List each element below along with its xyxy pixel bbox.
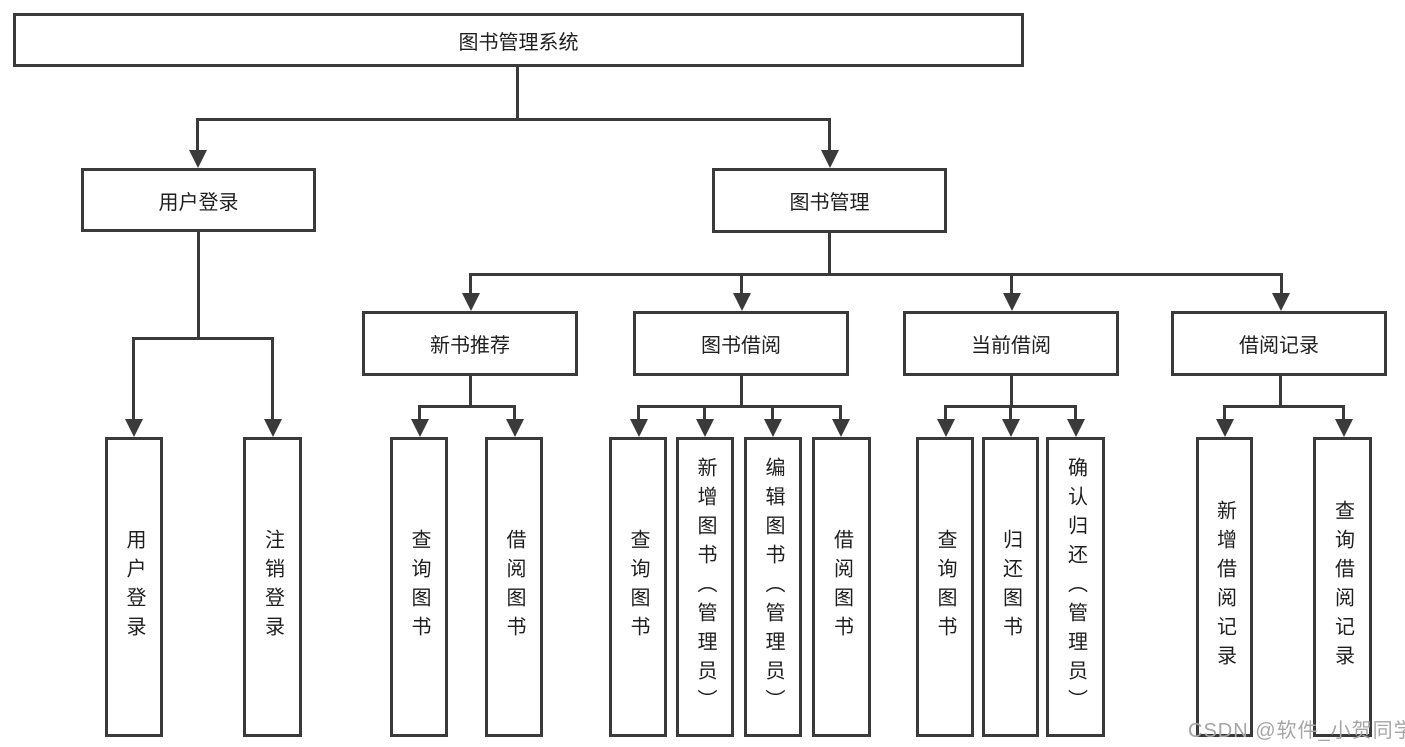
node-book-borrow: 图书借阅: [633, 311, 849, 376]
leaf-add-borrow-record: 新增借阅记录: [1196, 437, 1253, 737]
connector-book-borrow-stem: [740, 376, 743, 408]
connector-stub: [944, 405, 947, 421]
leaf-confirm-return-admin-label: 确认归还（管理员）: [1064, 456, 1087, 718]
arrow-down: [937, 419, 955, 437]
arrow-down: [696, 419, 714, 437]
arrow-down: [630, 419, 648, 437]
leaf-query-borrow-record-label: 查询借阅记录: [1331, 500, 1354, 674]
connector-stub-leaf-logout: [271, 337, 274, 421]
arrow-down: [411, 419, 429, 437]
leaf-borrow-books-label: 借阅图书: [830, 529, 853, 645]
connector-stub: [1223, 405, 1226, 421]
watermark: CSDN @软件_小贺同学: [1188, 720, 1405, 742]
node-user-login-label: 用户登录: [158, 191, 239, 214]
connector-user-login-stem: [197, 232, 200, 340]
connector-current-borrow-stem: [1010, 376, 1013, 408]
connector-stub: [839, 405, 842, 421]
connector-root-stem: [516, 67, 519, 120]
node-root: 图书管理系统: [13, 13, 1024, 67]
leaf-return-books-label: 归还图书: [999, 529, 1022, 645]
connector-borrow-records-bus: [1223, 405, 1344, 408]
leaf-rec-query-books-label: 查询图书: [408, 529, 430, 645]
connector-stub-leaf-login: [132, 337, 135, 421]
leaf-add-borrow-record-label: 新增借阅记录: [1213, 500, 1236, 674]
leaf-logout: 注销登录: [243, 437, 302, 737]
arrow-down-book-borrow: [733, 293, 751, 311]
connector-stub-user-login: [196, 118, 199, 154]
arrow-down: [764, 419, 782, 437]
node-root-label: 图书管理系统: [458, 31, 579, 54]
connector-stub: [703, 405, 706, 421]
leaf-user-login-label: 用户登录: [123, 529, 145, 645]
leaf-edit-books-admin: 编辑图书（管理员）: [744, 437, 802, 737]
connector-borrow-records-stem: [1279, 376, 1282, 408]
arrow-down: [1002, 419, 1020, 437]
arrow-down-leaf-login: [125, 419, 143, 437]
arrow-down-leaf-logout: [264, 419, 282, 437]
arrow-down-borrow-records: [1272, 293, 1290, 311]
leaf-borrow-query-books-label: 查询图书: [627, 529, 649, 645]
leaf-user-login: 用户登录: [105, 437, 163, 737]
connector-stub: [1074, 405, 1077, 421]
connector-stub-book-borrow: [740, 273, 743, 295]
connector-stub: [418, 405, 421, 421]
node-borrow-records-label: 借阅记录: [1239, 335, 1319, 357]
leaf-borrow-query-books: 查询图书: [609, 437, 667, 737]
arrow-down-new-book-rec: [462, 293, 480, 311]
leaf-rec-query-books: 查询图书: [390, 437, 448, 737]
leaf-borrow-books: 借阅图书: [812, 437, 871, 737]
connector-new-book-rec-stem: [469, 376, 472, 408]
node-new-book-rec: 新书推荐: [362, 311, 578, 376]
connector-stub: [1342, 405, 1345, 421]
arrow-down-current-borrow: [1003, 293, 1021, 311]
connector-stub: [513, 405, 516, 421]
connector-level3-bus: [469, 273, 1283, 276]
leaf-query-borrow-record: 查询借阅记录: [1313, 437, 1372, 737]
leaf-add-books-admin: 新增图书（管理员）: [676, 437, 734, 737]
connector-stub: [637, 405, 640, 421]
arrow-down-user-login: [189, 150, 207, 168]
leaf-add-books-admin-label: 新增图书（管理员）: [694, 456, 716, 718]
node-user-login: 用户登录: [81, 168, 316, 232]
node-borrow-records: 借阅记录: [1171, 311, 1387, 376]
arrow-down: [1335, 419, 1353, 437]
arrow-down: [506, 419, 524, 437]
connector-stub-current-borrow: [1010, 273, 1013, 295]
connector-level2-bus: [196, 118, 831, 121]
node-book-mgmt-label: 图书管理: [789, 192, 870, 214]
leaf-cur-query-books: 查询图书: [916, 437, 974, 737]
node-current-borrow: 当前借阅: [903, 311, 1119, 376]
leaf-rec-borrow-books-label: 借阅图书: [503, 529, 525, 645]
arrow-down-book-mgmt: [821, 150, 839, 168]
arrow-down: [832, 419, 850, 437]
leaf-edit-books-admin-label: 编辑图书（管理员）: [762, 456, 784, 718]
connector-stub-borrow-records: [1280, 273, 1283, 295]
connector-stub-new-book-rec: [469, 273, 472, 295]
leaf-rec-borrow-books: 借阅图书: [485, 437, 543, 737]
arrow-down: [1067, 419, 1085, 437]
connector-user-login-bus: [132, 337, 274, 340]
connector-stub: [771, 405, 774, 421]
leaf-cur-query-books-label: 查询图书: [934, 529, 956, 645]
node-new-book-rec-label: 新书推荐: [430, 335, 510, 357]
leaf-confirm-return-admin: 确认归还（管理员）: [1046, 437, 1105, 737]
connector-stub: [1009, 405, 1012, 421]
connector-stub-book-mgmt: [828, 118, 831, 154]
node-book-borrow-label: 图书借阅: [701, 335, 781, 357]
connector-book-borrow-bus: [637, 405, 842, 408]
node-book-mgmt: 图书管理: [712, 168, 947, 233]
connector-book-mgmt-stem: [828, 233, 831, 276]
node-current-borrow-label: 当前借阅: [971, 335, 1051, 357]
leaf-logout-label: 注销登录: [261, 529, 284, 645]
connector-new-book-rec-bus: [418, 405, 516, 408]
arrow-down: [1216, 419, 1234, 437]
leaf-return-books: 归还图书: [982, 437, 1039, 737]
